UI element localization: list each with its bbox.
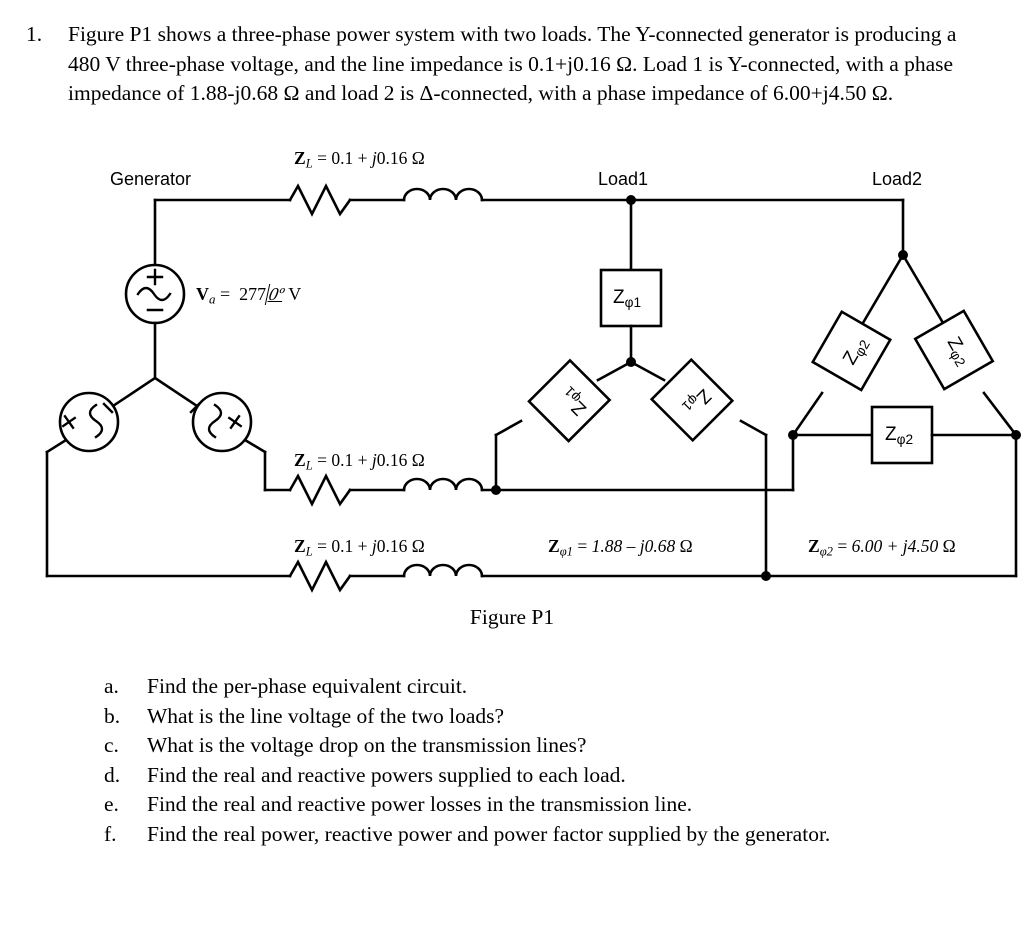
wire-delta-apex-left	[858, 253, 905, 330]
question-text: Find the real and reactive powers suppli…	[147, 762, 626, 787]
source-minus-b	[102, 402, 114, 414]
impedance-box-load2-b	[913, 309, 995, 391]
inductor-middle	[402, 477, 484, 492]
circuit-diagram-svg	[45, 183, 1021, 593]
junction-delta-right	[1011, 430, 1021, 440]
junction-middle-line-load1	[491, 485, 501, 495]
line-impedance-label-bottom: ZL = 0.1 + j0.16 Ω	[294, 536, 425, 559]
question-text: Find the real power, reactive power and …	[147, 821, 831, 846]
impedance-box-load1-c-group	[649, 357, 735, 443]
junction-bottom-line-load1	[761, 571, 771, 581]
resistor-top	[288, 183, 352, 217]
impedance-box-label-load2-c: Zφ2	[885, 424, 914, 447]
question-text: Find the per-phase equivalent circuit.	[147, 674, 468, 698]
problem-text: Figure P1 shows a three-phase power syst…	[68, 22, 957, 105]
ac-source-phase-c	[191, 391, 253, 453]
wire-source-c-out	[243, 438, 267, 454]
impedance-box-load1-b	[527, 358, 612, 443]
source-plus-b	[61, 414, 77, 430]
junction-delta-left	[788, 430, 798, 440]
load1-impedance-value-label: Zφ1 = 1.88 – j0.68 Ω	[548, 536, 693, 559]
question-item-a: a. Find the per-phase equivalent circuit…	[104, 672, 984, 702]
junction-load1-neutral	[626, 357, 636, 367]
wire-delta-right-down	[982, 391, 1018, 437]
question-item-c: c. What is the voltage drop on the trans…	[104, 731, 984, 761]
question-letter: a.	[104, 674, 119, 698]
source-voltage-label: Va = 2770º V	[196, 284, 302, 307]
wire-delta-left-down	[791, 391, 824, 437]
ac-source-phase-b	[58, 391, 120, 453]
impedance-box-load2-a	[810, 309, 893, 392]
wire-load1-c-out	[739, 419, 768, 437]
inductor-bottom	[402, 563, 484, 578]
source-plus-a	[146, 268, 164, 286]
wire-source-b-out	[45, 438, 68, 454]
question-letter: c.	[104, 733, 119, 757]
resistor-middle	[288, 473, 352, 507]
source-minus-c	[189, 402, 201, 414]
junction-delta-apex	[898, 250, 908, 260]
question-letter: f.	[104, 821, 117, 846]
question-letter: b.	[104, 703, 121, 728]
figure-caption: Figure P1	[469, 605, 555, 629]
question-item-d: d. Find the real and reactive powers sup…	[104, 761, 984, 791]
question-item-e: e. Find the real and reactive power loss…	[104, 790, 984, 820]
question-item-f: f. Find the real power, reactive power a…	[104, 820, 984, 850]
impedance-box-load2-c	[870, 405, 934, 465]
wire-neutral-to-b	[111, 376, 157, 408]
ac-source-sine-a	[136, 286, 172, 302]
questions-list: a. Find the per-phase equivalent circuit…	[104, 672, 984, 849]
load2-label: Load2	[872, 169, 923, 189]
junction-dots	[491, 195, 1021, 581]
problem-statement: 1. Figure P1 shows a three-phase power s…	[26, 20, 986, 109]
question-text: What is the voltage drop on the transmis…	[147, 733, 587, 757]
inductor-top	[402, 187, 484, 202]
ac-source-sine-c	[207, 403, 223, 439]
question-letter: d.	[104, 762, 121, 787]
wire-load1-neutral-right	[629, 360, 666, 382]
wire-delta-apex-right	[901, 253, 948, 330]
question-letter: e.	[104, 792, 119, 816]
wire-load1-neutral-left	[596, 360, 633, 382]
resistor-bottom	[288, 559, 352, 593]
junction-load1-top	[626, 195, 636, 205]
question-text: What is the line voltage of the two load…	[147, 703, 505, 728]
impedance-box-load1-a	[599, 268, 663, 328]
impedance-box-load2-a-group	[810, 309, 893, 392]
impedance-box-load1-b-group	[527, 358, 612, 443]
generator-label: Generator	[110, 169, 192, 189]
load1-label: Load1	[598, 169, 649, 189]
line-impedance-label-top: ZL = 0.1 + j0.16 Ω	[294, 148, 425, 171]
question-item-b: b. What is the line voltage of the two l…	[104, 702, 984, 732]
load2-impedance-value-label: Zφ2 = 6.00 + j4.50 Ω	[808, 536, 956, 559]
question-text: Find the real and reactive power losses …	[147, 792, 693, 816]
wire-load1-b-out	[494, 419, 523, 437]
line-impedance-label-middle: ZL = 0.1 + j0.16 Ω	[294, 450, 425, 473]
impedance-box-load1-c	[649, 357, 735, 443]
problem-number: 1.	[26, 22, 43, 46]
impedance-box-label-load1-a: Zφ1	[613, 287, 642, 310]
wire-neutral-to-c	[153, 376, 199, 408]
circuit-figure: Generator Load1 Load2 ZL = 0.1 + j0.16 Ω…	[0, 148, 1024, 650]
source-plus-c	[227, 414, 243, 430]
ac-source-sine-b	[88, 403, 104, 439]
impedance-box-load2-b-group	[913, 309, 995, 391]
